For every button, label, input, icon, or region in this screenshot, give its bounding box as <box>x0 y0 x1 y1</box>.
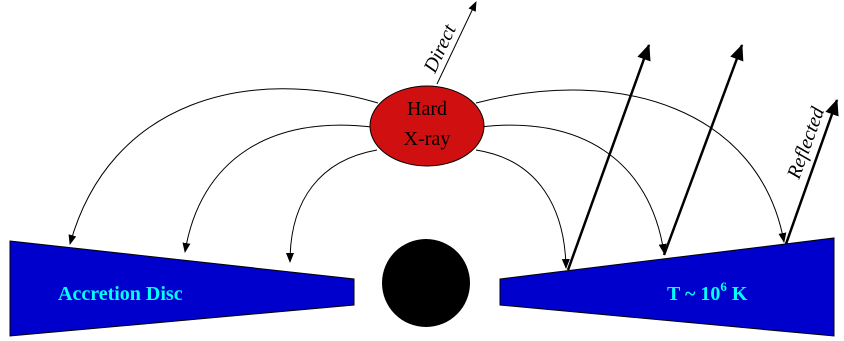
temperature-label: T ~ 106 K <box>667 279 748 305</box>
black-hole <box>382 239 470 327</box>
reflected-arrow-2 <box>662 44 744 256</box>
hard-xray-corona <box>369 85 485 167</box>
corona-label-line1: Hard <box>407 98 447 120</box>
irradiation-arrow-left-inner <box>286 149 378 263</box>
accretion-disc-label: Accretion Disc <box>58 283 183 305</box>
irradiation-arrow-left-outer <box>68 88 379 245</box>
reflected-arrow-1 <box>566 44 651 271</box>
direct-label: Direct <box>419 21 461 77</box>
reflected-arrow-3 <box>784 99 839 245</box>
irradiation-arrow-left-middle <box>182 124 373 253</box>
irradiation-arrow-right-middle <box>479 124 667 254</box>
direct-arrow <box>436 1 477 85</box>
accretion-disc-left <box>9 240 355 337</box>
irradiation-arrow-right-inner <box>475 149 570 269</box>
temperature-label-exponent: 6 <box>720 279 727 294</box>
corona-label-line2: X-ray <box>404 128 451 150</box>
temperature-label-prefix: T ~ 10 <box>667 283 720 305</box>
accretion-disc-right <box>499 237 835 337</box>
irradiation-arrow-right-outer <box>475 89 787 243</box>
temperature-label-suffix: K <box>727 283 748 305</box>
